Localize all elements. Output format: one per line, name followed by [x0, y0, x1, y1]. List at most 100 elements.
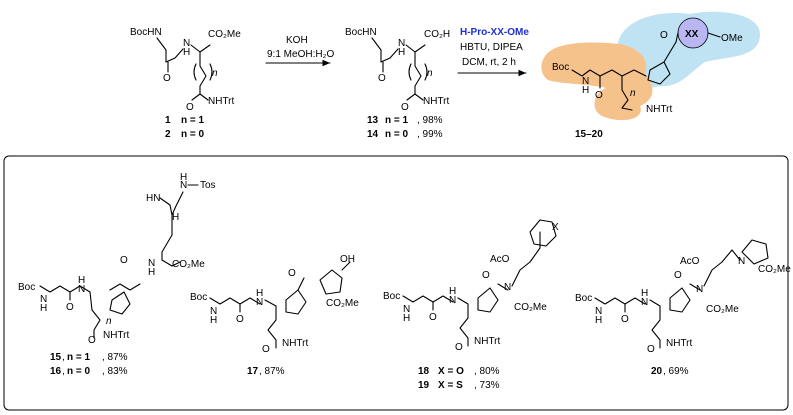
svg-text:n = 0: n = 0 [67, 366, 91, 377]
acid-compound-labels: 13 n = 1 , 98% 14 n = 0 , 99% [367, 115, 443, 140]
svg-text:N: N [449, 295, 456, 306]
svg-text:H: H [172, 212, 179, 223]
step2-coupling: HBTU, DIPEA [460, 42, 523, 53]
svg-text:16: 16 [50, 366, 62, 377]
svg-text:Boc: Boc [18, 282, 35, 293]
svg-text:N: N [40, 294, 47, 305]
acid-structure: BocHN O N H CO₂H n NHTrt O [345, 27, 450, 113]
svg-text:,: , [62, 366, 65, 377]
svg-text:NHTrt: NHTrt [282, 338, 309, 349]
label-2-cond: n = 0 [181, 129, 205, 140]
svg-text:H: H [40, 303, 47, 314]
product-label: 15–20 [575, 129, 603, 140]
compound-18-19-structure: Boc N H O H N NHTrt O O N AcO X CO₂Me 18… [383, 219, 559, 391]
svg-text:N: N [504, 282, 511, 293]
svg-text:X = S: X = S [438, 380, 463, 391]
svg-text:H: H [256, 288, 263, 299]
svg-text:N: N [641, 297, 648, 308]
acid-n: N [398, 38, 405, 49]
compound-17-structure: Boc N H O H N NHTrt O O OH CO₂Me 17 , 87… [190, 254, 359, 377]
svg-text:HN: HN [146, 193, 160, 204]
c15-co2me: CO₂Me [172, 259, 205, 270]
tos-label: Tos [200, 180, 216, 191]
svg-text:N: N [696, 284, 703, 295]
svg-text:Boc: Boc [383, 291, 400, 302]
svg-text:H: H [180, 172, 187, 183]
step1-solvent: 9:1 MeOH:H₂O [267, 49, 334, 60]
svg-text:N: N [595, 306, 602, 317]
svg-text:, 83%: , 83% [102, 366, 128, 377]
svg-text:H: H [403, 313, 410, 324]
step2-reagent: H-Pro-XX-OMe [460, 27, 529, 38]
svg-text:H: H [78, 275, 85, 286]
sm-n: N [183, 38, 190, 49]
svg-text:Boc: Boc [190, 292, 207, 303]
svg-text:O: O [595, 90, 603, 101]
svg-text:NHTrt: NHTrt [666, 338, 693, 349]
svg-text:, 98%: , 98% [417, 115, 443, 126]
svg-text:N: N [256, 297, 263, 308]
svg-text:O: O [482, 270, 490, 281]
svg-text:n: n [106, 316, 112, 327]
step1-reagent: KOH [286, 35, 308, 46]
sm-co2me-label: CO₂Me [208, 29, 241, 40]
svg-text:O: O [186, 102, 194, 113]
sm-bochn-label: BocHN [130, 27, 162, 38]
svg-text:15: 15 [50, 352, 62, 363]
svg-text:n: n [630, 88, 636, 99]
svg-text:O: O [88, 335, 96, 346]
reaction-arrow-2: H-Pro-XX-OMe HBTU, DIPEA DCM, rt, 2 h [457, 27, 529, 77]
svg-text:N: N [582, 76, 589, 87]
svg-text:NHTrt: NHTrt [474, 336, 501, 347]
compound-15-16-structure: N H Tos HN H H N CO₂Me O Boc N H O H N n… [18, 172, 216, 346]
label-2-num: 2 [165, 129, 171, 140]
svg-text:O: O [647, 344, 655, 355]
orange-highlight [541, 42, 653, 121]
sm-n-sub: n [212, 68, 218, 79]
svg-text:X = O: X = O [438, 366, 464, 377]
acid-nhtrt-label: NHTrt [423, 96, 450, 107]
svg-text:17: 17 [247, 366, 259, 377]
svg-text:, 87%: , 87% [102, 352, 128, 363]
compound-20-structure: Boc N H O H N NHTrt O O N AcO N CO₂Me CO… [575, 239, 791, 377]
svg-text:CO₂Me: CO₂Me [706, 304, 739, 315]
label-1-cond: n = 1 [181, 115, 205, 126]
c15-nhtrt: NHTrt [103, 330, 130, 341]
product-structure: XX OMe Boc O N H n NHTrt O 15–20 [541, 11, 760, 140]
svg-text:, 99%: , 99% [417, 129, 443, 140]
label-1-num: 1 [165, 115, 171, 126]
svg-text:CO₂Me: CO₂Me [326, 298, 359, 309]
svg-text:, 69%: , 69% [663, 366, 689, 377]
starting-material-structure: BocHN O N H CO₂Me n NHTrt O [130, 27, 241, 113]
svg-text:AcO: AcO [490, 254, 510, 265]
svg-text:X: X [552, 222, 559, 233]
sm-h: H [183, 47, 190, 58]
svg-text:N: N [78, 284, 85, 295]
svg-text:n = 0: n = 0 [385, 129, 409, 140]
reaction-arrow-1: KOH 9:1 MeOH:H₂O [265, 35, 334, 67]
svg-text:O: O [621, 314, 629, 325]
svg-text:H: H [641, 288, 648, 299]
svg-text:H: H [148, 267, 155, 278]
svg-text:Boc: Boc [575, 293, 592, 304]
svg-text:O: O [288, 268, 296, 279]
xx-label: XX [685, 29, 699, 40]
svg-text:O: O [378, 73, 386, 84]
svg-text:, 87%: , 87% [259, 366, 285, 377]
compound-15-16-labels: 15 , n = 1 , 87% 16 , n = 0 , 83% [50, 352, 128, 377]
svg-text:O: O [262, 344, 270, 355]
svg-text:O: O [236, 314, 244, 325]
product-nhtrt: NHTrt [646, 104, 673, 115]
svg-text:H: H [595, 315, 602, 326]
svg-text:H: H [210, 315, 217, 326]
svg-text:,: , [62, 352, 65, 363]
svg-text:14: 14 [367, 129, 379, 140]
product-ome: OMe [721, 33, 743, 44]
svg-text:O: O [401, 102, 409, 113]
svg-text:, 73%: , 73% [474, 380, 500, 391]
compounds-box [3, 155, 789, 411]
svg-text:O: O [66, 302, 74, 313]
svg-text:N: N [148, 258, 155, 269]
acid-co2h-label: CO₂H [424, 29, 450, 40]
svg-text:CO₂Me: CO₂Me [758, 264, 791, 275]
